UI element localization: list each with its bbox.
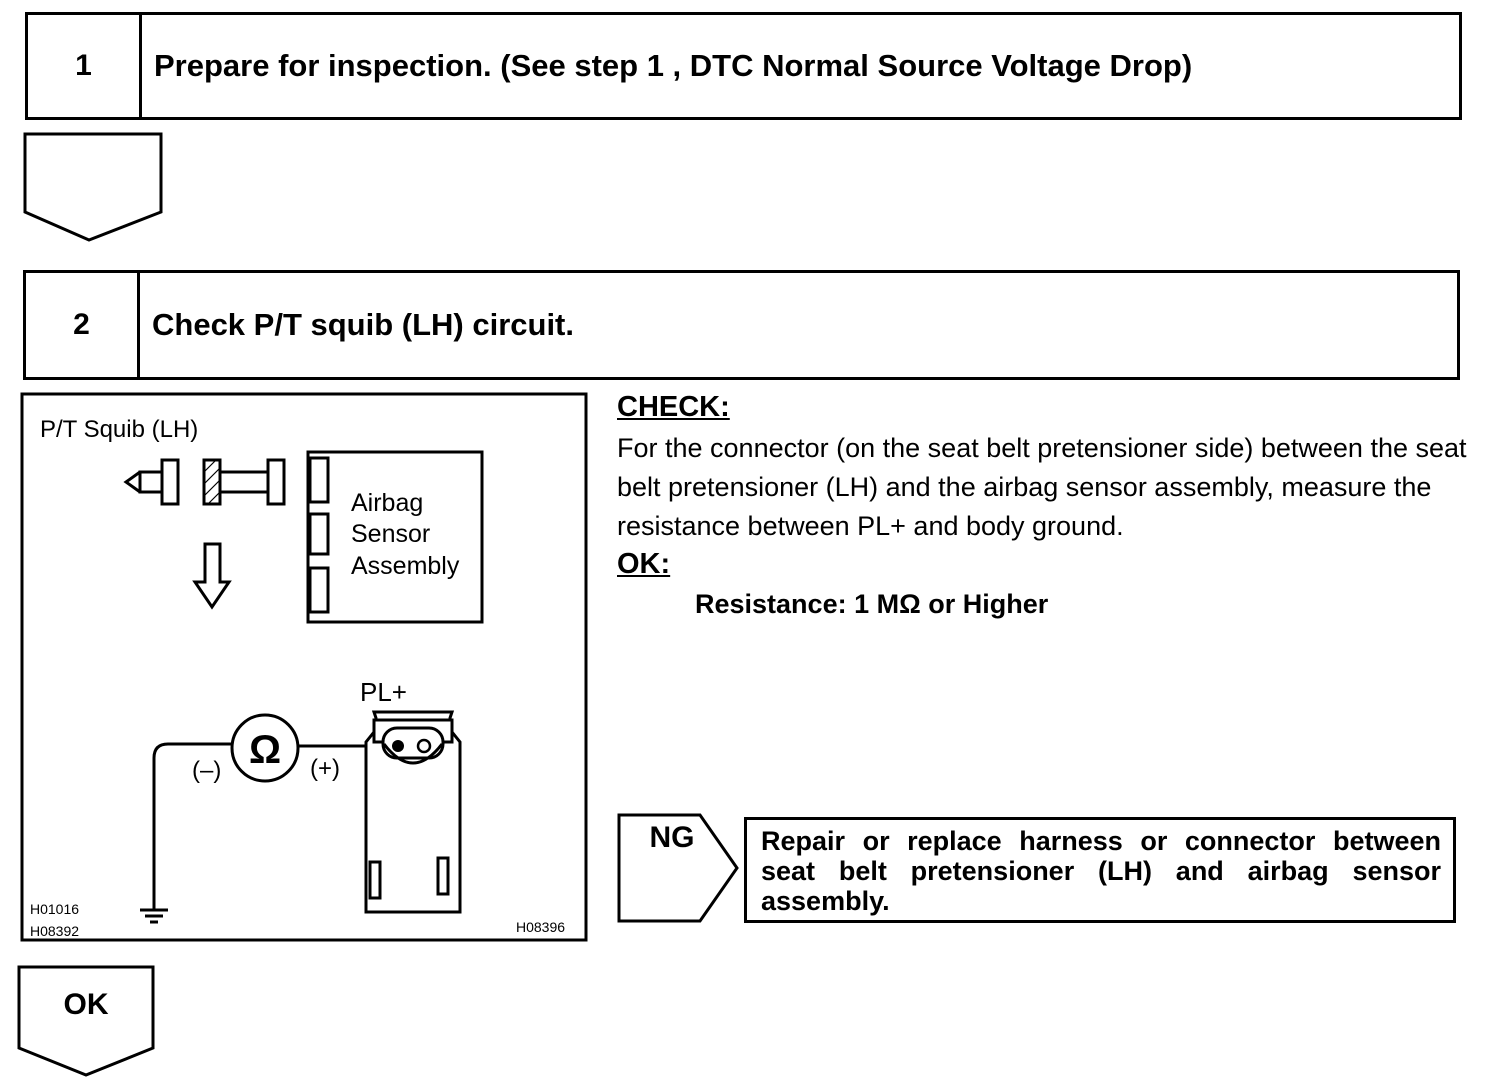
sensor-label-line-1: Airbag [351, 489, 423, 517]
step-1-title: Prepare for inspection. (See step 1 , DT… [154, 48, 1193, 83]
ng-label: NG [649, 821, 695, 854]
check-heading: CHECK: [617, 391, 730, 423]
pl-plus-terminal [392, 740, 404, 752]
step-2-title: Check P/T squib (LH) circuit. [152, 307, 574, 342]
pretensioner-connector [364, 710, 462, 914]
figure-code-left-2: H08392 [30, 923, 79, 939]
figure-code-right: H08396 [516, 919, 565, 935]
ground-wire [140, 742, 232, 924]
ok-heading: OK: [617, 548, 671, 580]
plus-label: (+) [310, 755, 340, 782]
ng-action-box: Repair or replace harness or connector b… [744, 817, 1456, 923]
figure-code-left-1: H01016 [30, 901, 79, 917]
circuit-figure: P/T Squib (LH) Airbag Sensor Assembly PL… [20, 392, 588, 942]
step-2-box: 2 Check P/T squib (LH) circuit. [23, 270, 1460, 380]
terminal-label: PL+ [360, 677, 407, 707]
squib-label: P/T Squib (LH) [40, 416, 198, 443]
airbag-sensor-assembly [306, 450, 484, 624]
hatch-pattern [203, 459, 221, 505]
ohm-symbol: Ω [249, 728, 281, 772]
connector-pair [123, 458, 286, 506]
down-arrow-icon [192, 542, 232, 610]
check-text: For the connector (on the seat belt pret… [617, 433, 1467, 541]
resistance-spec: Resistance: 1 MΩ or Higher [695, 589, 1049, 619]
sensor-label-line-3: Assembly [351, 552, 460, 580]
step-1-number: 1 [28, 15, 142, 117]
ok-label: OK [63, 988, 109, 1021]
terminal-hole [416, 738, 432, 754]
step-2-number: 2 [26, 273, 140, 377]
ohmmeter-icon [230, 713, 300, 783]
minus-label: (–) [192, 757, 221, 784]
sensor-label-line-2: Sensor [351, 520, 430, 548]
step-1-box: 1 Prepare for inspection. (See step 1 , … [25, 12, 1462, 120]
